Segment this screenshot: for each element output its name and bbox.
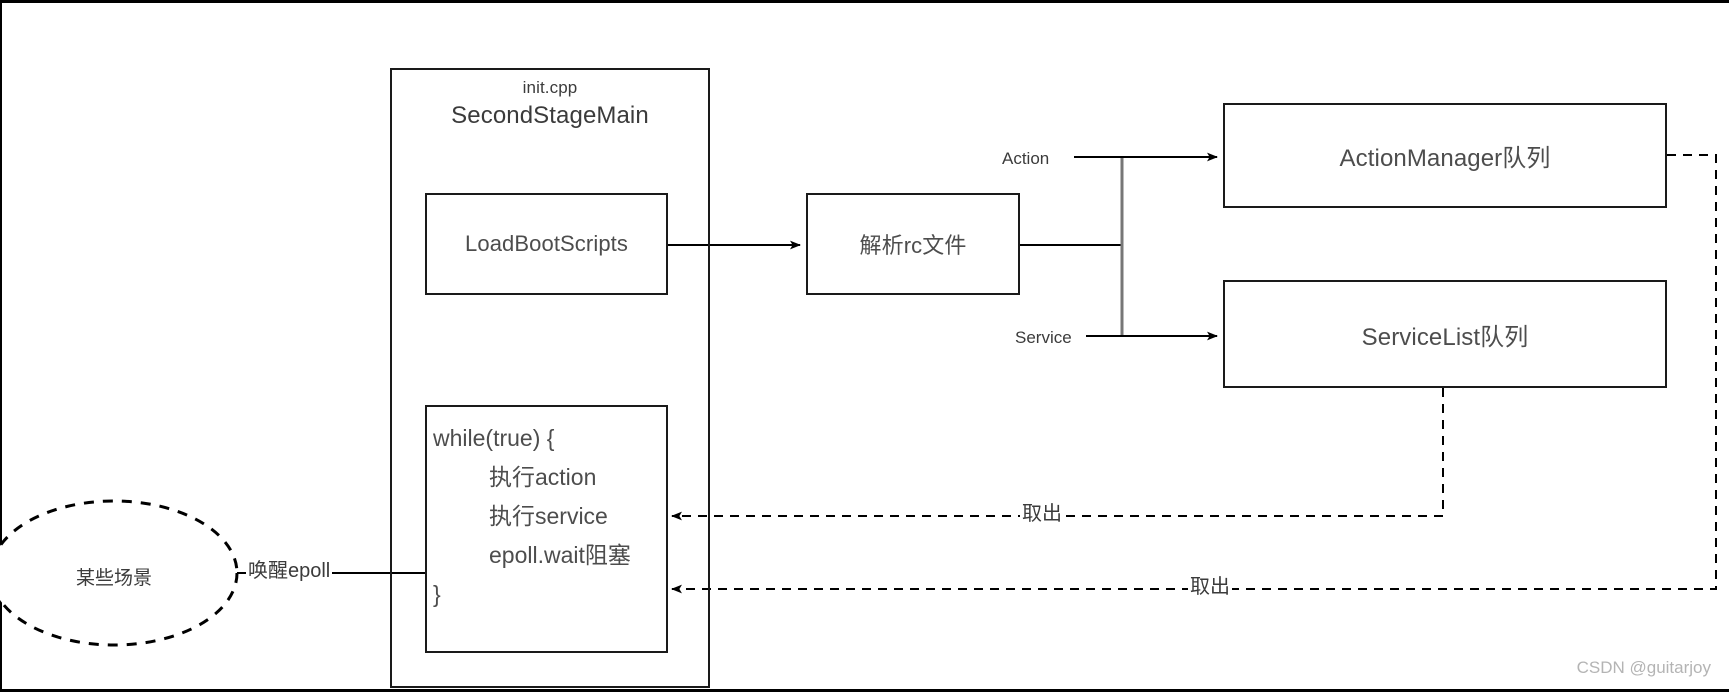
page-left-border <box>0 0 2 692</box>
while-loop-line-1: while(true) { <box>433 425 555 451</box>
node-servicelist-queue[interactable]: ServiceList队列 <box>1223 280 1667 388</box>
node-loadbootscripts[interactable]: LoadBootScripts <box>425 193 668 295</box>
node-scenario-label: 某些场景 <box>75 568 152 589</box>
while-loop-line-3: 执行service <box>489 503 608 529</box>
node-servicelist-queue-label: ServiceList队列 <box>1361 323 1529 351</box>
while-loop-line-2: 执行action <box>489 464 597 490</box>
init-cpp-container[interactable]: init.cpp SecondStageMain <box>390 68 710 688</box>
edge-label-fetch-action: 取出 <box>1188 576 1232 598</box>
while-loop-line-5: } <box>433 581 441 607</box>
edge-label-service: Service <box>1013 328 1074 347</box>
edge-label-fetch-service: 取出 <box>1020 503 1064 525</box>
node-while-loop[interactable]: while(true) { 执行action 执行service epoll.w… <box>425 405 668 653</box>
watermark-csdn: CSDN @guitarjoy <box>1576 658 1711 677</box>
node-actionmanager-queue-label: ActionManager队列 <box>1339 145 1551 172</box>
node-parse-rc-file[interactable]: 解析rc文件 <box>806 193 1020 295</box>
edge-actionmanager-fetch-dashed <box>671 154 1717 594</box>
node-actionmanager-queue[interactable]: ActionManager队列 <box>1223 103 1667 208</box>
edge-label-wake-epoll: 唤醒epoll <box>246 560 333 582</box>
page-top-border <box>0 0 1729 3</box>
node-loadbootscripts-label: LoadBootScripts <box>465 231 628 256</box>
page-bottom-border <box>0 689 1729 692</box>
scenario-ellipse-shape <box>0 499 239 647</box>
while-loop-line-4: epoll.wait阻塞 <box>489 542 631 568</box>
node-parse-rc-file-label: 解析rc文件 <box>859 233 967 258</box>
init-cpp-function-name: SecondStageMain <box>451 102 649 129</box>
init-cpp-filename: init.cpp <box>522 78 578 97</box>
edge-label-action: Action <box>1000 149 1052 168</box>
edge-servicelist-fetch-dashed <box>671 388 1444 521</box>
